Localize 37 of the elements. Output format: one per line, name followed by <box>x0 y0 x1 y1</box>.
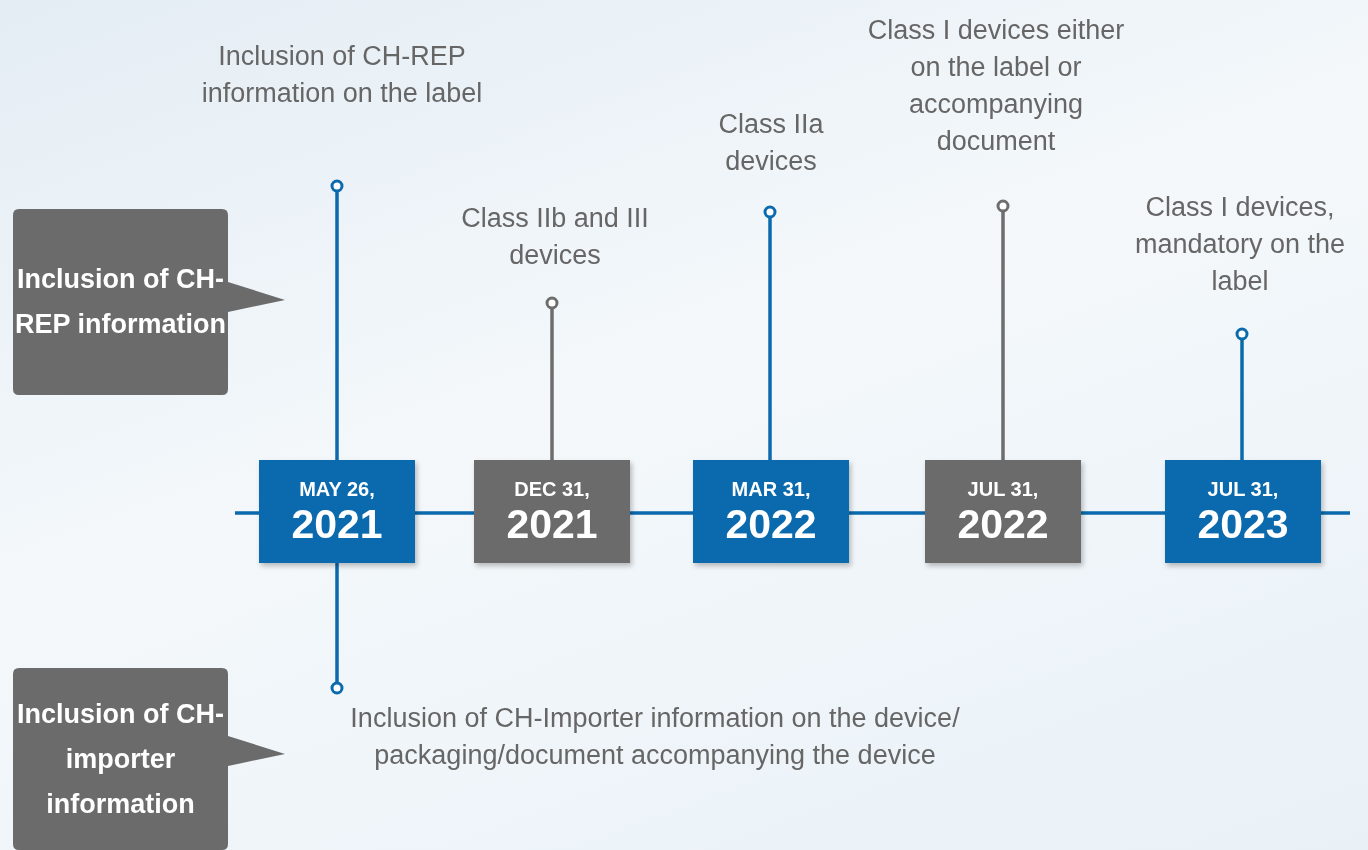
stem-line <box>330 563 344 695</box>
milestone-text: Class I devices, mandatory on the label <box>1133 191 1347 298</box>
timeline-line <box>849 511 925 515</box>
timeline-line <box>235 511 259 515</box>
stem-line <box>996 199 1010 460</box>
milestone-text: Inclusion of CH-REP information on the label <box>200 40 484 110</box>
date-box <box>693 460 849 563</box>
milestone-text: Class IIb and III devices <box>460 202 650 272</box>
milestone-text: Class I devices either on the label or accompanying document <box>866 14 1126 158</box>
date-text: DEC 31, <box>514 476 590 501</box>
date-text: JUL 31, <box>967 476 1039 501</box>
milestone-text: Inclusion of CH-Importer information on the device/ packaging/document accompanying the device <box>349 702 961 772</box>
date-text: JUL 31, <box>1207 476 1279 501</box>
timeline-line <box>415 511 474 515</box>
year-text: 2021 <box>506 500 598 547</box>
year-text: 2022 <box>725 500 817 547</box>
date-box <box>1165 460 1321 563</box>
milestone-text: Class IIa devices <box>717 108 825 178</box>
stem-line <box>763 205 777 460</box>
year-text: 2022 <box>957 500 1049 547</box>
timeline-line <box>1321 511 1350 515</box>
year-text: 2021 <box>291 500 383 547</box>
date-text: MAY 26, <box>299 476 375 501</box>
timeline-line <box>1081 511 1165 515</box>
date-box <box>474 460 630 563</box>
callout-text: Inclusion of CH-importer information <box>16 697 225 821</box>
callout-box <box>13 668 285 850</box>
stem-line <box>330 179 344 460</box>
timeline-line <box>630 511 693 515</box>
stem-line <box>545 296 559 460</box>
date-box <box>925 460 1081 563</box>
stem-line <box>1235 327 1249 460</box>
date-box <box>259 460 415 563</box>
year-text: 2023 <box>1197 500 1289 547</box>
callout-box <box>13 209 285 395</box>
date-text: MAR 31, <box>731 476 811 501</box>
callout-text: Inclusion of CH-REP information <box>14 263 227 341</box>
